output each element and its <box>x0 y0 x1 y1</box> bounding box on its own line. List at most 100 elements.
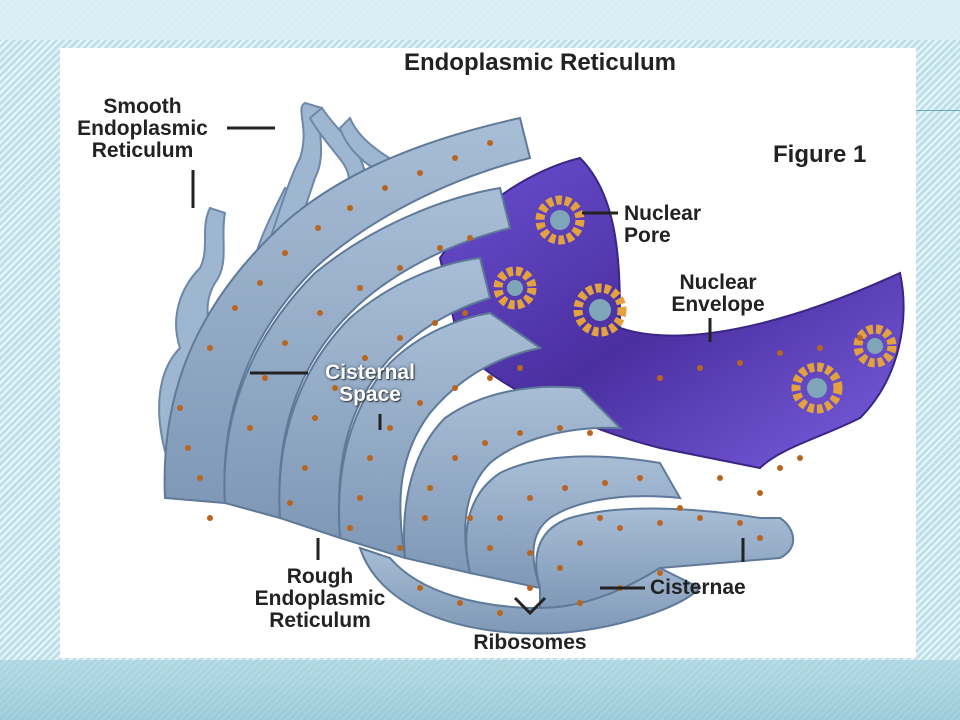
figure-number-label: Figure 1 <box>773 141 867 168</box>
er-illustration <box>158 101 905 635</box>
ribosome-dot <box>397 265 403 271</box>
ribosome-dot <box>262 375 268 381</box>
ribosome-dot <box>287 500 293 506</box>
ribosome-dot <box>177 405 183 411</box>
ribosome-dot <box>527 495 533 501</box>
ribosome-dot <box>517 430 523 436</box>
nuclear-pore-centers <box>507 210 883 398</box>
label-smooth-er-line-1: Smooth <box>103 95 182 118</box>
ribosome-dot <box>497 610 503 616</box>
leader-lines <box>191 126 745 616</box>
ribosome-dot <box>417 585 423 591</box>
ribosome-dot <box>417 400 423 406</box>
ribosome-dot <box>797 455 803 461</box>
ribosome-dot <box>757 535 763 541</box>
ribosome-dot <box>427 485 433 491</box>
label-rough-er-line-2: Endoplasmic <box>254 587 386 610</box>
ribosome-dot <box>397 545 403 551</box>
ribosome-dot <box>617 525 623 531</box>
label-smooth-er: Smooth Endoplasmic Reticulum <box>60 96 225 162</box>
ribosome-dot <box>282 250 288 256</box>
ribosome-dot <box>487 375 493 381</box>
er-figure: Endoplasmic Reticulum Figure 1 Smooth En… <box>60 48 916 658</box>
ribosome-dot <box>357 495 363 501</box>
ribosome-dot <box>387 425 393 431</box>
ribosome-dot <box>207 345 213 351</box>
slide-bottom-band <box>0 660 960 720</box>
ribosome-dot <box>247 425 253 431</box>
ribosome-dot <box>467 515 473 521</box>
ribosome-dot <box>462 310 468 316</box>
slide-top-band <box>0 0 960 40</box>
ribosome-dot <box>517 365 523 371</box>
ribosome-dot <box>357 285 363 291</box>
ribosome-dot <box>397 335 403 341</box>
ribosome-dot <box>717 475 723 481</box>
ribosome-dot <box>497 515 503 521</box>
rough-er-sheets <box>163 116 795 635</box>
ribosome-dot <box>332 385 338 391</box>
slide-accent-line <box>915 110 960 111</box>
ribosome-dot <box>452 385 458 391</box>
ribosome-dot <box>185 445 191 451</box>
ribosome-dot <box>422 515 428 521</box>
label-cisternal-space-line-2: Space <box>339 383 401 406</box>
label-nuclear-envelope-line-1: Nuclear <box>679 271 757 294</box>
ribosome-dot <box>312 415 318 421</box>
ribosome-dot <box>587 430 593 436</box>
ribosome-dot <box>557 565 563 571</box>
ribosome-dot <box>737 360 743 366</box>
ribosome-dot <box>437 245 443 251</box>
label-rough-er-line-3: Reticulum <box>269 609 371 632</box>
ribosome-dot <box>452 155 458 161</box>
ribosome-dot <box>557 425 563 431</box>
figure-title: Endoplasmic Reticulum <box>403 49 677 76</box>
ribosome-dot <box>857 335 863 341</box>
ribosome-dot <box>207 515 213 521</box>
ribosome-dot <box>197 475 203 481</box>
ribosome-dot <box>657 375 663 381</box>
ribosome-dot <box>597 515 603 521</box>
ribosome-dot <box>347 205 353 211</box>
ribosome-dot <box>637 475 643 481</box>
ribosome-dot <box>282 340 288 346</box>
label-nuclear-pore-line-1: Nuclear <box>624 202 702 225</box>
ribosome-dot <box>737 520 743 526</box>
ribosome-dot <box>452 455 458 461</box>
label-smooth-er-line-2: Endoplasmic <box>77 117 208 140</box>
ribosome-dot <box>602 480 608 486</box>
ribosome-dot <box>382 185 388 191</box>
label-ribosomes: Ribosomes <box>473 631 587 654</box>
ribosome-dot <box>697 515 703 521</box>
ribosome-dot <box>232 305 238 311</box>
ribosome-dot <box>757 490 763 496</box>
label-cisternae: Cisternae <box>650 576 746 599</box>
ribosome-dot <box>487 545 493 551</box>
ribosome-dot <box>315 225 321 231</box>
ribosome-dot <box>677 505 683 511</box>
ribosome-dot <box>432 320 438 326</box>
ribosome-dot <box>317 310 323 316</box>
ribosome-dot <box>457 600 463 606</box>
label-cisternal-space: Cisternal Space <box>310 362 430 406</box>
ribosome-dot <box>487 140 493 146</box>
ribosome-dot <box>697 365 703 371</box>
ribosomes-dots <box>177 140 863 616</box>
label-nuclear-pore-line-2: Pore <box>624 224 671 247</box>
ribosome-dot <box>562 485 568 491</box>
label-nuclear-envelope-line-2: Envelope <box>671 293 765 316</box>
ribosome-dot <box>527 585 533 591</box>
ribosome-dot <box>367 455 373 461</box>
label-nuclear-envelope: Nuclear Envelope <box>658 272 778 316</box>
ribosome-dot <box>577 540 583 546</box>
ribosome-dot <box>417 170 423 176</box>
ribosome-dot <box>577 600 583 606</box>
ribosome-dot <box>817 345 823 351</box>
ribosome-dot <box>482 440 488 446</box>
ribosome-dot <box>467 235 473 241</box>
label-smooth-er-line-3: Reticulum <box>91 139 194 162</box>
ribosome-dot <box>657 520 663 526</box>
ribosome-dot <box>302 465 308 471</box>
nuclear-pores <box>493 195 897 414</box>
label-rough-er-line-1: Rough <box>286 565 354 588</box>
